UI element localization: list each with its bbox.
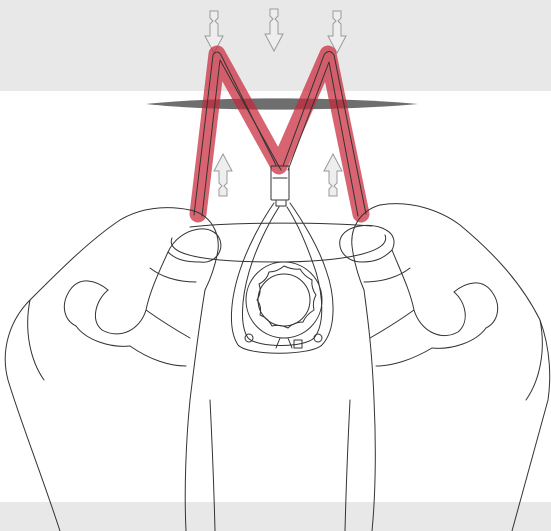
arrow-down-icon [265, 9, 283, 51]
hand-loop-back [190, 223, 372, 227]
left-hand [5, 208, 221, 531]
arrow-up-icon [324, 154, 342, 196]
surface-shadow [146, 98, 418, 109]
right-hand [210, 204, 550, 531]
device [231, 203, 333, 353]
arrow-up-icon [214, 154, 232, 196]
